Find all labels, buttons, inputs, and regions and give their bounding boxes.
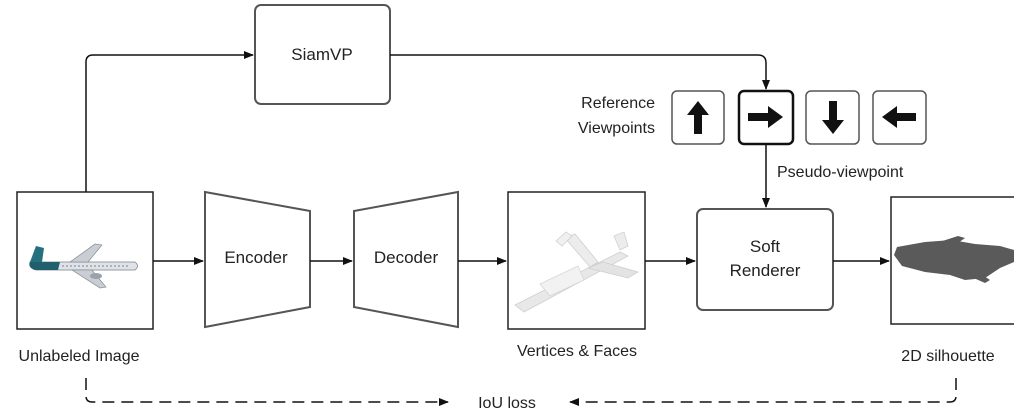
encoder-trapezoid: Encoder	[204, 190, 311, 329]
iou-loss-label: IoU loss	[478, 395, 536, 412]
airplane-image	[29, 243, 138, 289]
arrow-left-icon	[882, 106, 916, 128]
arrow-right-icon	[748, 106, 783, 128]
siamvp-label: SiamVP	[291, 45, 352, 64]
vertices-faces-box	[507, 191, 646, 330]
soft-renderer-label-line1: Soft	[750, 237, 781, 256]
flow-arrows	[85, 51, 957, 406]
vertices-faces-caption: Vertices & Faces	[517, 343, 637, 360]
iou-loss-left-arrow	[85, 378, 449, 406]
reference-viewpoints-label-line2: Viewpoints	[578, 120, 655, 137]
arrow-down-icon	[822, 101, 844, 134]
decoder-label: Decoder	[374, 248, 439, 267]
siamvp-box: SiamVP	[254, 4, 391, 105]
viewpoint-up	[671, 90, 725, 145]
iou-loss-right-arrow	[569, 378, 957, 406]
reference-viewpoints-label-line1: Reference	[581, 95, 655, 112]
unlabeled-image-box	[16, 191, 154, 330]
soft-renderer-box: Soft Renderer	[696, 208, 834, 311]
unlabeled-image-caption: Unlabeled Image	[19, 348, 140, 365]
arrow-up-icon	[687, 101, 709, 134]
arrow-siamvp-to-viewpoints	[390, 54, 770, 90]
viewpoint-down	[805, 90, 860, 145]
pseudo-viewpoint-label: Pseudo-viewpoint	[777, 164, 904, 181]
encoder-label: Encoder	[224, 248, 288, 267]
silhouette-box	[890, 196, 1014, 325]
silhouette-image	[894, 236, 1014, 283]
viewpoint-right-selected	[737, 89, 795, 146]
soft-renderer-label-line2: Renderer	[730, 261, 801, 280]
decoder-trapezoid: Decoder	[353, 190, 459, 329]
silhouette-caption: 2D silhouette	[901, 348, 994, 365]
arrow-image-to-siamvp	[85, 51, 254, 192]
mesh-image	[514, 231, 639, 313]
viewpoint-left	[872, 90, 927, 145]
